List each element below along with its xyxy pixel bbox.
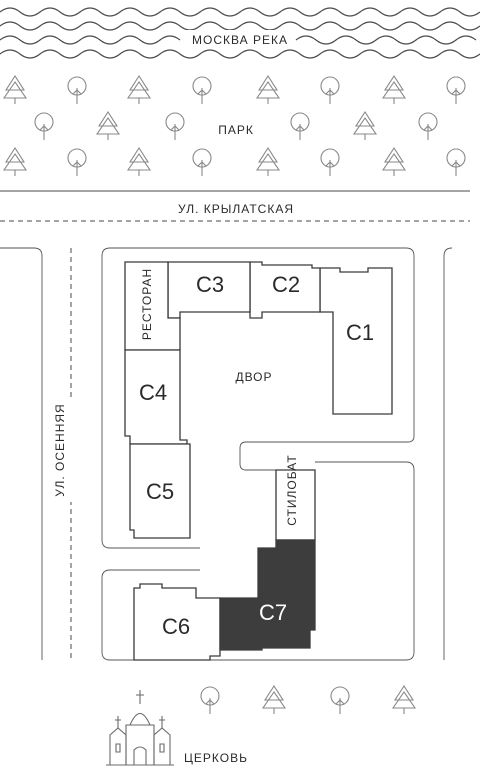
street-left-label-bg <box>52 398 72 502</box>
fir-tree-icon <box>255 146 281 176</box>
round-tree-icon <box>67 76 87 104</box>
building-c1[interactable]: С1 <box>319 267 393 415</box>
fir-tree-icon <box>381 74 407 104</box>
fir-tree-icon <box>391 684 417 714</box>
river-label: МОСКВА РЕКА <box>192 33 288 47</box>
round-tree-icon <box>320 148 340 176</box>
building-c2-label: С2 <box>272 272 300 297</box>
block-outline-right <box>443 247 453 660</box>
fir-tree-icon <box>381 146 407 176</box>
courtyard-label: ДВОР <box>235 370 272 384</box>
street-left-edge <box>0 247 43 660</box>
building-c2[interactable]: С2 <box>249 261 321 319</box>
street-left-label: УЛ. ОСЕННЯЯ <box>53 403 67 496</box>
fir-tree-icon <box>2 74 28 104</box>
round-tree-icon <box>200 686 220 714</box>
fir-tree-icon <box>126 74 152 104</box>
fir-tree-icon <box>255 74 281 104</box>
fir-tree-icon <box>352 110 378 140</box>
round-tree-icon <box>192 76 212 104</box>
block-outline-left <box>101 247 200 549</box>
building-c4-label: С4 <box>139 380 167 405</box>
round-tree-icon <box>165 112 185 140</box>
church-icon[interactable] <box>106 690 174 766</box>
building-c7-label: С7 <box>259 600 287 625</box>
stylobate-label: СТИЛОБАТ <box>285 454 299 525</box>
round-tree-icon <box>330 686 350 714</box>
river-waves <box>0 7 480 59</box>
round-tree-icon <box>320 76 340 104</box>
fir-tree-icon <box>126 146 152 176</box>
round-tree-icon <box>446 148 466 176</box>
bottom-trees <box>200 684 417 714</box>
block-outline-lower <box>101 461 415 661</box>
round-tree-icon <box>192 148 212 176</box>
fir-tree-icon <box>95 110 121 140</box>
round-tree-icon <box>418 112 438 140</box>
street-top-label: УЛ. КРЫЛАТСКАЯ <box>178 202 294 216</box>
building-c5[interactable]: С5 <box>129 443 191 539</box>
river-label-bg <box>186 30 290 48</box>
building-c5-label: С5 <box>146 479 174 504</box>
restaurant[interactable]: РЕСТОРАН <box>124 261 181 351</box>
building-c6-label: С6 <box>162 614 190 639</box>
round-tree-icon <box>34 112 54 140</box>
church-label: ЦЕРКОВЬ <box>184 751 248 765</box>
park-trees <box>2 74 466 176</box>
fir-tree-icon <box>2 146 28 176</box>
restaurant-label: РЕСТОРАН <box>140 268 154 340</box>
building-c3-label: С3 <box>196 272 224 297</box>
building-c7[interactable]: С7 <box>219 539 316 651</box>
round-tree-icon <box>290 112 310 140</box>
park-label: ПАРК <box>218 123 254 137</box>
round-tree-icon <box>446 76 466 104</box>
building-c1-label: С1 <box>346 320 374 345</box>
building-c4[interactable]: С4 <box>124 349 188 445</box>
fir-tree-icon <box>261 684 287 714</box>
building-c3[interactable]: С3 <box>167 261 251 319</box>
street-top-label-bg <box>170 200 302 218</box>
block-outline-upper <box>110 247 415 471</box>
building-c6[interactable]: С6 <box>133 583 221 661</box>
round-tree-icon <box>67 148 87 176</box>
